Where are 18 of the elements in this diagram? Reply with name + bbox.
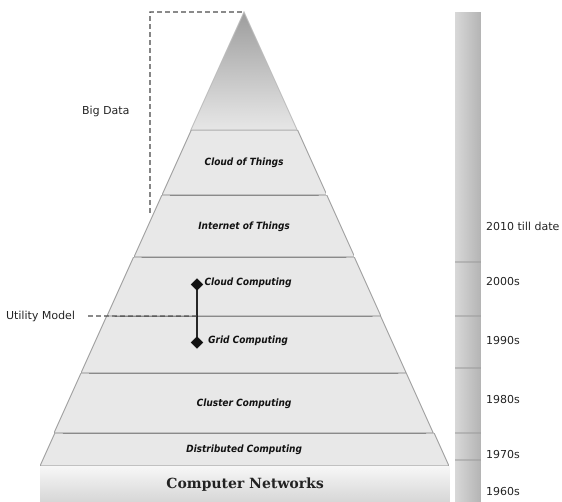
pyramid-layer: Cloud Computing: [107, 257, 381, 316]
leader-line: [88, 315, 197, 317]
timeline-label: 1980s: [486, 393, 520, 406]
pyramid-layer: Cluster Computing: [54, 373, 434, 433]
timeline-label: 1960s: [486, 485, 520, 498]
pyramid-layer: Distributed Computing: [40, 433, 448, 466]
timeline-label: 1990s: [486, 334, 520, 347]
timeline-label: 1970s: [486, 448, 520, 461]
timeline-label: 2010 till date: [486, 220, 560, 233]
pyramid-apex: [190, 10, 298, 130]
callout-text: Utility Model: [6, 309, 75, 322]
bracket-label: Big Data: [82, 104, 130, 117]
base-layer: Computer Networks: [40, 466, 450, 502]
pyramid-layer: Internet of Things: [134, 195, 354, 257]
pyramid-layer: Grid Computing: [81, 316, 407, 373]
connector-line: [190, 278, 204, 349]
pyramid-layer: Cloud of Things: [162, 130, 326, 195]
timeline-label: 2000s: [486, 275, 520, 288]
